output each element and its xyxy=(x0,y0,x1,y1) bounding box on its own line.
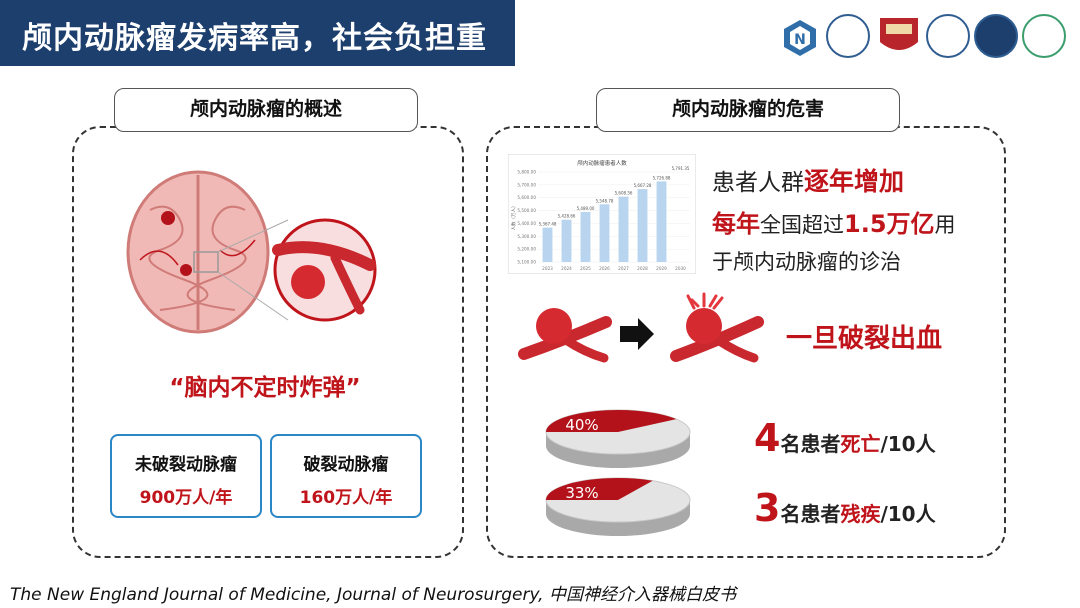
chart-ytick-label: 5,500.00 xyxy=(517,208,536,213)
chart-data-label-extra: 5,791.35 xyxy=(672,166,690,171)
death-stat: 4名患者死亡/10人 xyxy=(754,416,936,460)
death-pre: 名患者 xyxy=(780,432,841,456)
harm-line-2-em2: 1.5万亿 xyxy=(844,210,935,238)
disk-slice xyxy=(546,410,677,432)
title-bar: 颅内动脉瘤发病率高，社会负担重 xyxy=(0,0,515,66)
logo-5-icon xyxy=(974,14,1018,58)
chart-xtick-label: 2026 xyxy=(599,266,610,271)
chart-ytick-label: 5,200.00 xyxy=(517,247,536,252)
chart-xtick-label: 2025 xyxy=(580,266,591,271)
ruptured-stat-box: 破裂动脉瘤 160万人/年 xyxy=(270,434,422,518)
harm-line-1: 患者人群逐年增加 xyxy=(712,162,904,198)
svg-text:N: N xyxy=(794,32,806,48)
unruptured-value: 900万人/年 xyxy=(139,488,233,508)
chart-bar xyxy=(618,196,629,262)
chart-ytick-label: 5,300.00 xyxy=(517,234,536,239)
aneurysm-rupture-illustration xyxy=(518,292,764,363)
disk-slice xyxy=(546,478,653,500)
bomb-quote: “脑内不定时炸弹” xyxy=(169,375,361,401)
chart-ylabel: 人数（万人） xyxy=(510,204,517,231)
rupture-text: 一旦破裂出血 xyxy=(786,324,943,354)
brain-illustration xyxy=(126,170,377,334)
chart-xtick-label: 2027 xyxy=(618,266,629,271)
chart-bar xyxy=(542,227,553,262)
death-number: 4 xyxy=(754,416,781,460)
chart-xtick-label: 2024 xyxy=(561,266,572,271)
chart-xtick-label: 2030 xyxy=(675,266,686,271)
harm-line-2-post: 用 xyxy=(934,213,956,237)
logo-4-icon xyxy=(926,14,970,58)
disk-percent-label: 33% xyxy=(565,484,598,502)
chart-ytick-label: 5,100.00 xyxy=(517,260,536,265)
disability-rate-disk: 33% xyxy=(545,477,691,536)
disability-pre: 名患者 xyxy=(780,502,841,526)
disability-stat: 3名患者残疾/10人 xyxy=(754,486,936,530)
logo-strip: N xyxy=(780,14,1070,64)
chart-data-label: 5,667.28 xyxy=(634,183,652,188)
logo-3-icon xyxy=(880,18,918,50)
harm-line-2: 每年全国超过1.5万亿用 xyxy=(712,204,956,239)
chart-xtick-label: 2029 xyxy=(656,266,667,271)
chart-data-label: 5,726.88 xyxy=(653,175,671,180)
harm-line-2-em1: 每年 xyxy=(712,210,760,238)
chart-title: 颅内动脉瘤患者人数 xyxy=(577,159,627,167)
chart-ytick-label: 5,800.00 xyxy=(517,170,536,175)
harm-line-1-pre: 患者人群 xyxy=(712,170,804,196)
disk-percent-label: 40% xyxy=(565,416,598,434)
disability-em: 残疾 xyxy=(840,502,881,526)
harm-line-1-em: 逐年增加 xyxy=(804,167,905,196)
harm-line-3: 于颅内动脉瘤的诊治 xyxy=(712,250,901,274)
chart-bar xyxy=(637,189,648,262)
logo-6-icon xyxy=(1022,14,1066,58)
chart-bar xyxy=(656,181,667,262)
death-rate-disk: 40% xyxy=(545,409,691,468)
page-title: 颅内动脉瘤发病率高，社会负担重 xyxy=(22,21,487,56)
chart-data-label: 5,608.56 xyxy=(615,191,633,196)
chart-ytick-label: 5,400.00 xyxy=(517,221,536,226)
chart-ytick-label: 5,600.00 xyxy=(517,195,536,200)
source-citation: The New England Journal of Medicine, Jou… xyxy=(10,585,736,605)
logo-1-icon: N xyxy=(784,20,816,56)
chart-xtick-label: 2028 xyxy=(637,266,648,271)
disability-post: /10人 xyxy=(880,502,936,526)
logo-2-icon xyxy=(826,14,870,58)
overview-heading: 颅内动脉瘤的概述 xyxy=(114,88,418,132)
death-post: /10人 xyxy=(880,432,936,456)
chart-data-label: 5,367.48 xyxy=(539,222,557,227)
chart-data-label: 5,428.66 xyxy=(558,214,576,219)
unruptured-label: 未破裂动脉瘤 xyxy=(135,455,237,475)
ruptured-label: 破裂动脉瘤 xyxy=(303,455,389,475)
harm-heading: 颅内动脉瘤的危害 xyxy=(596,88,900,132)
chart-data-label: 5,548.78 xyxy=(596,198,614,203)
ruptured-value: 160万人/年 xyxy=(299,488,393,508)
chart-xtick-label: 2023 xyxy=(542,266,553,271)
chart-bar xyxy=(580,211,591,262)
chart-data-label: 5,489.00 xyxy=(577,206,595,211)
harm-line-2-mid: 全国超过 xyxy=(760,213,844,237)
death-em: 死亡 xyxy=(840,432,881,456)
disability-number: 3 xyxy=(754,486,781,530)
chart-bar xyxy=(561,219,572,262)
chart-ytick-label: 5,700.00 xyxy=(517,182,536,187)
chart-bar xyxy=(599,204,610,262)
unruptured-stat-box: 未破裂动脉瘤 900万人/年 xyxy=(110,434,262,518)
